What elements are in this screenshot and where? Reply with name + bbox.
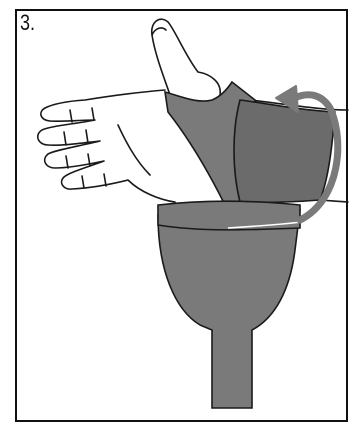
wrist-wrap-band — [234, 100, 335, 202]
thumb-outline — [152, 19, 220, 95]
cross-strap — [158, 201, 300, 230]
hanging-strap — [158, 210, 300, 408]
palm-crease — [118, 125, 150, 175]
thumb-nail — [152, 28, 166, 35]
